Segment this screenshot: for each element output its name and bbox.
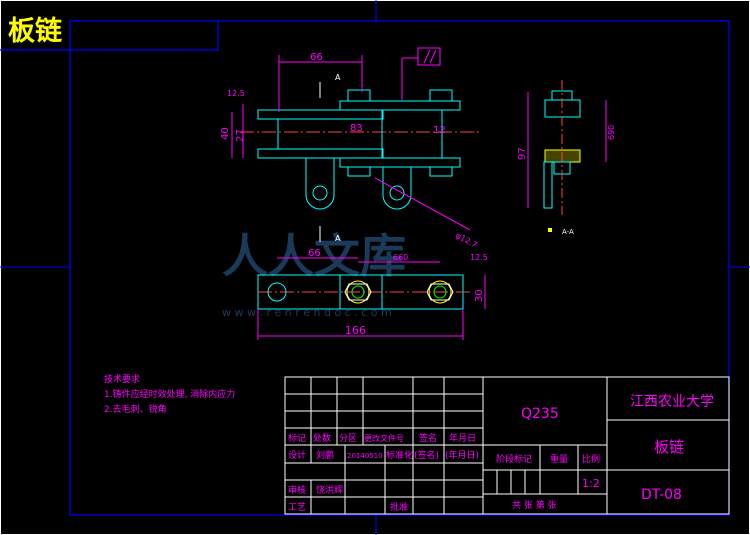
dim-27: 27 <box>235 129 246 142</box>
dim-690: 690 <box>607 125 616 140</box>
title-block: Q235 江西农业大学 板链 DT-08 标记 处数 分区 更改文件号 签名 年… <box>284 376 730 515</box>
pin-tail-2 <box>429 166 453 177</box>
tb-scale: 1:2 <box>582 477 600 490</box>
inner-frame <box>69 20 730 516</box>
nut-1 <box>344 283 372 301</box>
watermark: 人人文库 w w w . r e n r e n d o c . c o m <box>222 229 406 319</box>
attachment-left <box>305 158 335 210</box>
section-plate <box>543 161 553 209</box>
link-body-right <box>381 109 443 159</box>
drawing-title: 板链 <box>8 15 62 47</box>
dim-30: 30 <box>474 289 485 302</box>
front-view: 66 12.5 40 27 83 12 A A φ12.7 <box>220 47 482 250</box>
tolerance-symbol <box>423 49 431 64</box>
tb-standardize: 标准化 <box>386 449 413 461</box>
tb-ymd: (年月日) <box>445 449 479 461</box>
pin-head-2 <box>429 89 453 102</box>
tb-label-sign: 签名 <box>419 432 437 444</box>
roller-3-inner <box>433 285 447 299</box>
watermark-url: w w w . r e n r e n d o c . c o m <box>222 306 392 319</box>
drawing-number: DT-08 <box>641 487 682 503</box>
nut-2 <box>426 283 454 301</box>
plate-bottom-left <box>257 148 384 159</box>
section-arrow-marker <box>548 228 552 232</box>
tolerance-symbol <box>429 49 437 64</box>
dim-12: 12 <box>433 125 446 136</box>
section-view: 97 690 A-A <box>517 80 616 236</box>
hole-right <box>389 185 405 201</box>
dim-12-5-bottom: 12.5 <box>470 253 488 262</box>
tb-designer: 刘鹏 <box>316 449 334 461</box>
tb-sheets: 共 张 第 张 <box>512 499 557 511</box>
attachment-right <box>382 167 412 210</box>
tb-scale-label: 比例 <box>582 453 600 465</box>
tb-label-change-doc: 更改文件号 <box>364 433 404 443</box>
tb-review-label: 审核 <box>288 484 306 496</box>
tolerance-frame <box>417 47 441 66</box>
school-name: 江西农业大学 <box>630 394 714 410</box>
leader-phi <box>374 177 471 231</box>
part-name: 板链 <box>654 438 684 456</box>
section-aa-label: A-A <box>562 228 574 236</box>
hole-left <box>312 185 328 201</box>
dim-phi: φ12.7 <box>454 231 479 250</box>
pin-tail-1 <box>347 166 371 177</box>
dim-97: 97 <box>517 147 528 160</box>
dim-40: 40 <box>220 127 231 140</box>
tech-req-line-1: 1.铸件应经时效处理, 消除内应力 <box>104 388 235 400</box>
plate-top-right <box>339 100 461 111</box>
tech-req-title: 技术要求 <box>104 373 140 385</box>
dim-12-5-top: 12.5 <box>227 89 245 98</box>
tb-stage-mark: 阶段标记 <box>496 453 532 465</box>
dim-166: 166 <box>345 324 366 337</box>
dim-66-top: 66 <box>310 52 323 63</box>
roller-2-outer <box>346 280 370 304</box>
tb-weight: 重量 <box>550 453 568 465</box>
title-box <box>0 21 219 51</box>
tb-design-label: 设计 <box>288 449 306 461</box>
dim-660: 660 <box>393 253 408 262</box>
tb-label-count: 处数 <box>313 432 331 444</box>
section-a-top: A <box>335 73 341 82</box>
dim-66-bottom: 66 <box>308 248 321 259</box>
tb-label-zone: 分区 <box>339 433 357 444</box>
tb-label-mark: 标记 <box>288 432 306 444</box>
pin-head-1 <box>347 89 371 102</box>
tech-req-line-2: 2.去毛刺、锐角 <box>104 403 167 415</box>
tb-process: 工艺 <box>288 502 306 513</box>
technical-requirements: 技术要求 1.铸件应经时效处理, 消除内应力 2.去毛刺、锐角 <box>104 373 235 415</box>
roller-2-inner <box>351 285 365 299</box>
tb-signature: (签名) <box>414 449 439 461</box>
tb-reviewer: 饶洪辉 <box>316 484 343 496</box>
material: Q235 <box>521 406 559 422</box>
section-a-bottom: A <box>335 234 341 243</box>
tb-design-date: 20140510 <box>347 452 383 460</box>
dim-83: 83 <box>350 123 363 134</box>
watermark-brand: 人人文库 <box>222 229 406 283</box>
link-body-left <box>277 118 383 150</box>
roller-1 <box>267 282 287 302</box>
tb-label-date: 年月日 <box>449 432 476 444</box>
top-view: 66 660 12.5 30 166 <box>257 248 488 340</box>
tb-approve: 批准 <box>390 501 408 513</box>
plate-bottom-right <box>339 157 461 168</box>
plate-top-left <box>257 109 384 120</box>
roller-3-outer <box>428 280 452 304</box>
